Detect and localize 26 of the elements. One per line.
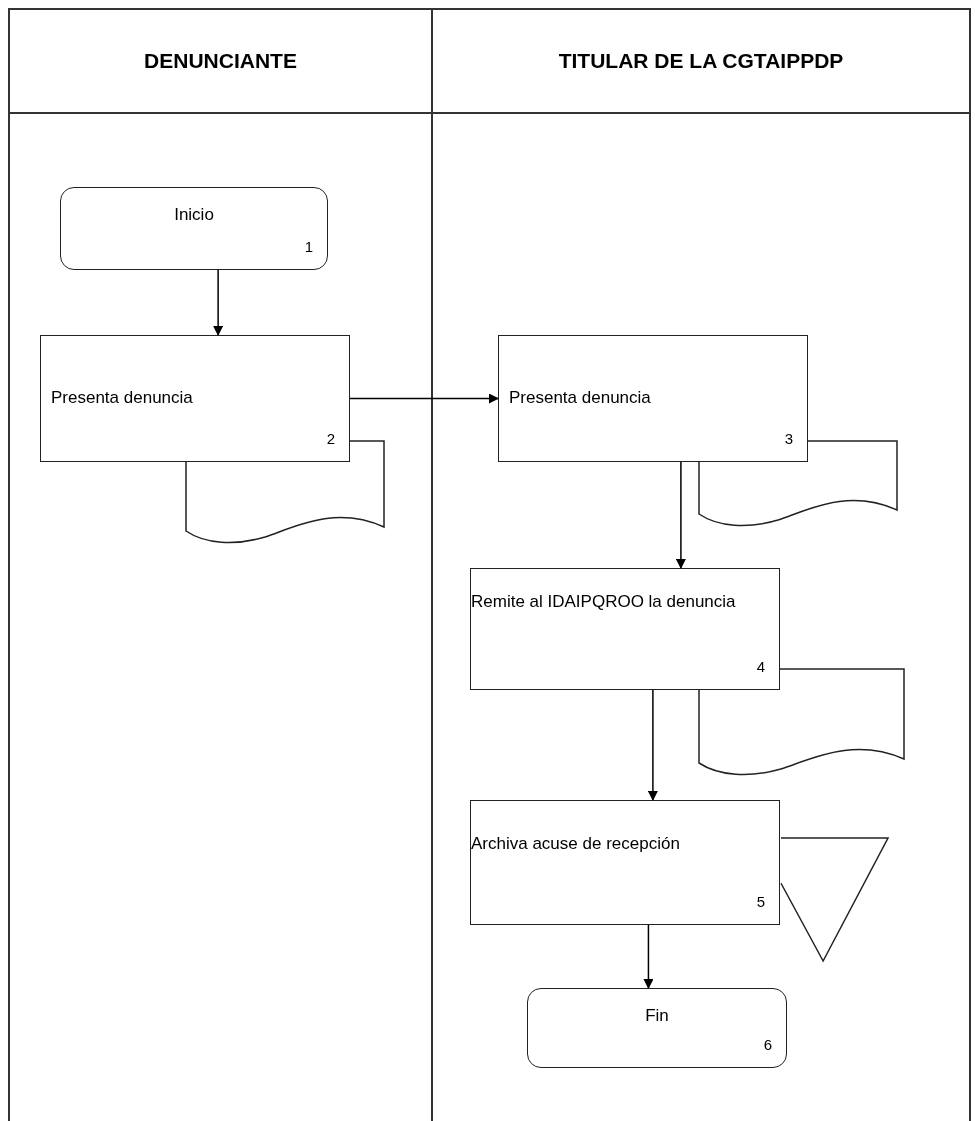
step-text: Archiva acuse de recepción bbox=[471, 833, 680, 855]
swimlane bbox=[8, 8, 433, 1121]
process-box bbox=[470, 568, 780, 690]
step-text: Presenta denuncia bbox=[509, 387, 651, 410]
process-box bbox=[470, 800, 780, 925]
step-text: Presenta denuncia bbox=[51, 387, 193, 410]
arrow bbox=[213, 269, 224, 336]
terminal-box bbox=[60, 187, 328, 270]
step-number: 4 bbox=[756, 658, 765, 675]
arrow bbox=[647, 689, 658, 801]
lane-heading: DENUNCIANTE bbox=[10, 10, 431, 114]
arrow bbox=[675, 461, 686, 569]
arrow bbox=[349, 393, 499, 404]
step-text: Fin bbox=[645, 1005, 669, 1027]
arrow bbox=[643, 924, 654, 989]
step-number: 2 bbox=[326, 430, 335, 447]
swimlane bbox=[431, 8, 971, 1121]
lane-heading: TITULAR DE LA CGTAIPPDP bbox=[433, 10, 969, 114]
step-number: 1 bbox=[304, 238, 313, 255]
step-number: 6 bbox=[763, 1036, 772, 1053]
step-text: Inicio bbox=[174, 204, 214, 226]
step-number: 5 bbox=[756, 893, 765, 910]
terminal-box bbox=[527, 988, 787, 1068]
process-box bbox=[40, 335, 350, 462]
step-number: 3 bbox=[784, 430, 793, 447]
step-text: Remite al IDAIPQROO la denuncia bbox=[471, 591, 736, 613]
